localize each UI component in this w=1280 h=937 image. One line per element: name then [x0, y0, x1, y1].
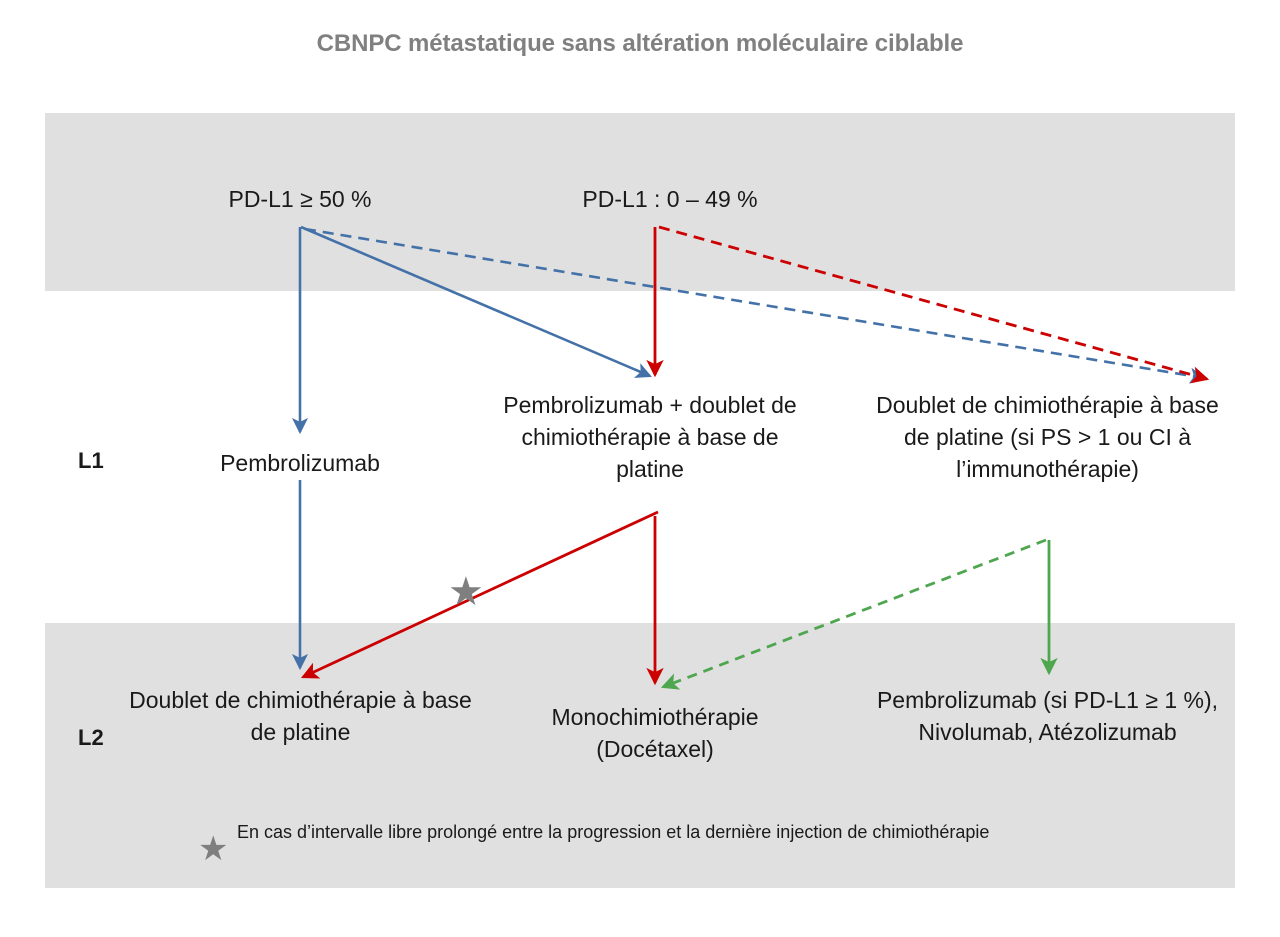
node-immunotherapy-l2: Pembrolizumab (si PD-L1 ≥ 1 %), Nivoluma… — [876, 687, 1219, 745]
node-monochemotherapy-docetaxel: Monochimiothérapie (Docétaxel) — [551, 704, 759, 762]
node-platinum-doublet-l2: Doublet de chimiothérapie à base de plat… — [129, 687, 472, 745]
star-icon-footnote: ★ — [198, 830, 229, 868]
node-pembrolizumab-plus-chemotherapy: Pembrolizumab + doublet de chimiothérapi… — [503, 392, 797, 482]
cohort-pdl1-high: PD-L1 ≥ 50 % — [228, 186, 372, 212]
node-pembrolizumab: Pembrolizumab — [220, 450, 380, 476]
node-platinum-doublet-l1: Doublet de chimiothérapie à base de plat… — [876, 392, 1219, 482]
cohort-pdl1-low: PD-L1 : 0 – 49 % — [582, 186, 758, 212]
row-label-l1: L1 — [78, 448, 104, 473]
star-icon: ★ — [448, 570, 484, 614]
row-label-l2: L2 — [78, 725, 104, 750]
page-title: CBNPC métastatique sans altération moléc… — [316, 30, 964, 57]
footnote-text: En cas d’intervalle libre prolongé entre… — [237, 822, 990, 842]
